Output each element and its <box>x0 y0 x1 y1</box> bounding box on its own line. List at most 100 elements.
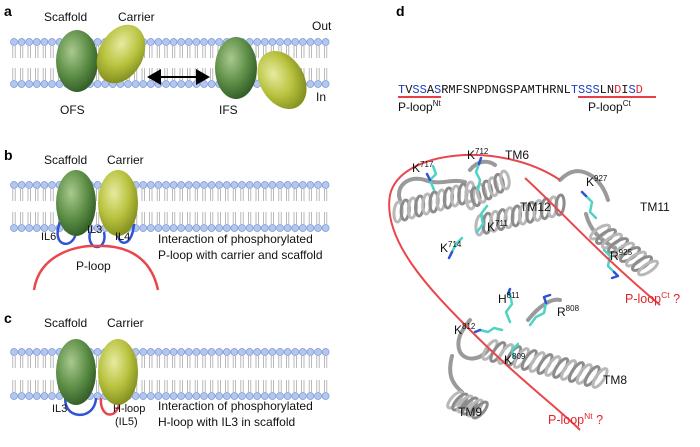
lipid-head <box>306 38 315 46</box>
helix-turn <box>470 186 482 208</box>
lipid-head <box>238 348 246 356</box>
lipid-head <box>146 38 155 46</box>
lipid-head <box>230 181 239 189</box>
carrier-label-c: Carrier <box>107 316 144 330</box>
sequence-segment: A <box>427 83 435 97</box>
lipid-head <box>306 80 315 88</box>
lipid-head <box>48 392 56 400</box>
lipid-head <box>192 392 201 400</box>
lipid-head <box>10 348 18 356</box>
out-label: Out <box>312 19 332 33</box>
lipid-head <box>162 80 170 88</box>
lipid-head <box>321 392 330 400</box>
lipid-head <box>238 181 246 189</box>
lipid-head <box>245 224 254 232</box>
in-label: In <box>316 90 326 104</box>
panel-letter-b: b <box>4 147 13 163</box>
sequence-segment: S <box>434 83 441 97</box>
carrier-label-a: Carrier <box>118 10 155 24</box>
lipid-head <box>139 224 148 232</box>
lipid-head <box>238 392 246 400</box>
lipid-head <box>192 348 201 356</box>
lipid-head <box>10 392 18 400</box>
il6-loop <box>56 221 78 246</box>
lipid-head <box>260 392 269 400</box>
lipid-head <box>200 224 208 232</box>
lipid-head <box>146 392 155 400</box>
lipid-head <box>146 224 155 232</box>
lipid-head <box>25 38 34 46</box>
label-tm6: TM6 <box>505 148 529 162</box>
sequence-segment: I <box>621 83 628 97</box>
lipid-head <box>48 181 56 189</box>
lipid-head <box>207 224 216 232</box>
lipid-head <box>222 224 231 232</box>
sequence-segment: S <box>628 83 635 97</box>
lipid-head <box>215 181 224 189</box>
lipid-head <box>192 224 201 232</box>
label-tm11: TM11 <box>640 200 670 214</box>
lipid-head <box>162 392 170 400</box>
il3-label-b: IL3 <box>87 224 102 236</box>
side-chain-h811 <box>504 292 514 324</box>
lipid-head <box>25 348 34 356</box>
lipid-head <box>215 38 224 46</box>
ofs-label: OFS <box>60 103 85 117</box>
scaffold-label-b: Scaffold <box>44 153 87 167</box>
helix-turn <box>446 390 464 410</box>
label-p-loop-nt-question: P-loopNt ? <box>548 411 603 427</box>
lipid-head <box>253 181 262 189</box>
lipid-head <box>154 392 163 400</box>
lipid-head <box>215 348 224 356</box>
lipid-head <box>25 224 34 232</box>
caption-b-line2: P-loop with carrier and scaffold <box>158 248 323 262</box>
p-loop-sequence: TVSSASRMFSNPDNGSPAMTHRNLTSSSLNDISD <box>398 83 643 97</box>
lipid-head <box>268 181 277 189</box>
side-chain-k714-tip <box>447 250 454 260</box>
lipid-head <box>276 392 284 400</box>
lipid-head <box>298 38 307 46</box>
lipid-head <box>230 392 239 400</box>
helix-turn <box>591 367 609 389</box>
side-chain-k927-tip <box>580 190 588 198</box>
lipid-head <box>298 348 307 356</box>
carrier-protein-ifs <box>257 50 307 110</box>
carrier-label-b: Carrier <box>107 153 144 167</box>
lipid-head <box>146 348 155 356</box>
lipid-head <box>192 38 201 46</box>
lipid-head <box>207 181 216 189</box>
lipid-head <box>17 348 26 356</box>
helix-turn <box>471 400 489 420</box>
side-chain-k927 <box>584 194 598 220</box>
lipid-head <box>200 348 208 356</box>
lipid-head <box>17 80 26 88</box>
lipid-head <box>253 224 262 232</box>
lipid-head <box>314 224 322 232</box>
sequence-segment: LN <box>600 83 614 97</box>
panel-letter-c: c <box>4 310 12 326</box>
lipid-head <box>169 80 178 88</box>
side-chain-k717 <box>428 164 438 192</box>
sequence-segment: TSSS <box>571 83 600 97</box>
lipid-head <box>32 224 41 232</box>
side-chain-k712 <box>474 162 482 192</box>
lipid-head <box>207 80 216 88</box>
lipid-head <box>17 392 26 400</box>
lipid-head <box>32 80 41 88</box>
p-loop-ct-seq-label: P-loopCt <box>588 99 631 114</box>
label-r808: R808 <box>557 304 580 319</box>
lipid-head <box>154 224 163 232</box>
lipid-head <box>48 38 56 46</box>
lipid-head <box>238 224 246 232</box>
lipid-head <box>291 348 300 356</box>
lipid-head <box>222 348 231 356</box>
lipid-head <box>10 224 18 232</box>
lipid-head <box>283 181 292 189</box>
side-chain-h811-tip <box>506 287 512 296</box>
lipid-head <box>17 224 26 232</box>
lipid-head <box>291 38 300 46</box>
lipid-head <box>245 392 254 400</box>
lipid-head <box>314 38 322 46</box>
scaffold-protein-ofs <box>56 30 98 92</box>
lipid-head <box>48 224 56 232</box>
